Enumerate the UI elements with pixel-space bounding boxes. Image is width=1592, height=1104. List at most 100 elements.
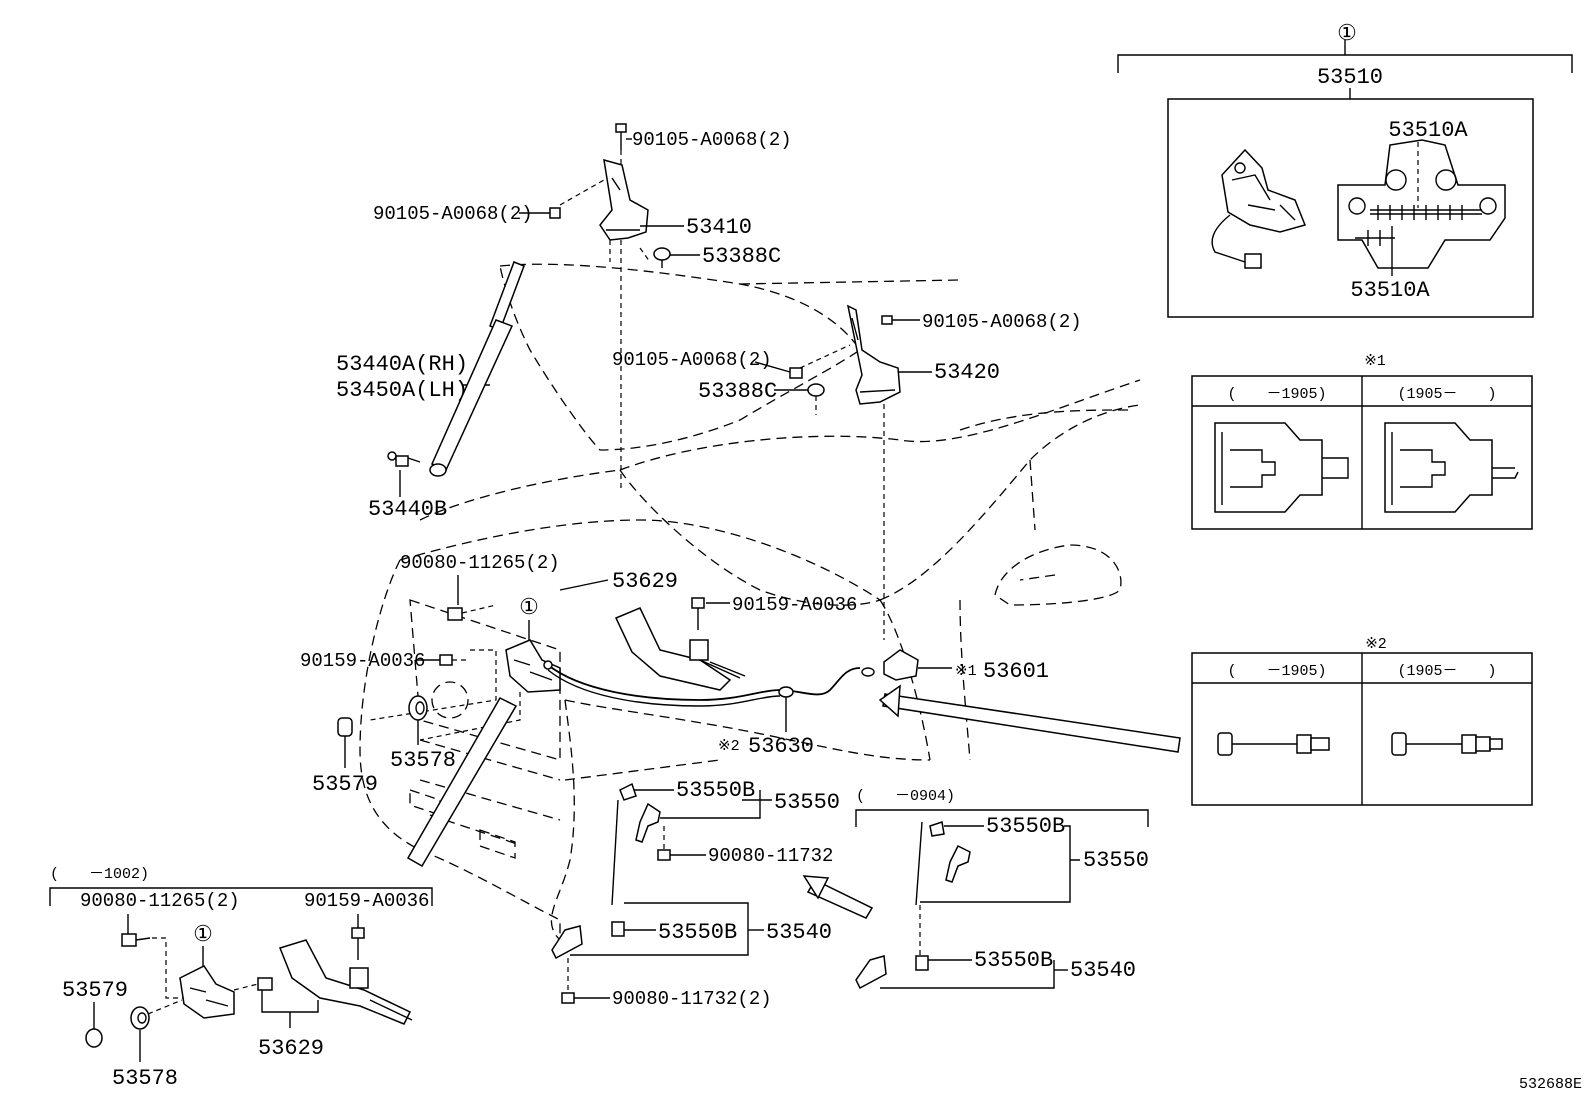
release-cable: [547, 664, 861, 701]
lock-bracket-icon: [614, 607, 746, 691]
hook-mid-group: 53550B 53550 90080-11732 53550B 53540 90…: [551, 778, 840, 1010]
bracket-leader: [261, 990, 319, 1028]
bolt-icon: [657, 849, 671, 861]
table-s1: ※1 ( －1905) (1905－ ): [1191, 353, 1533, 530]
dash-lock-left: [369, 649, 497, 721]
release-lever-icon: [861, 649, 919, 681]
hinge-53420-group: 90105-A0068(2) 90105-A0068(2) 53420 5338…: [612, 304, 1082, 640]
hinge-53410-group: 90105-A0068(2) 90105-A0068(2) 53410 5338…: [373, 123, 792, 490]
stud-icon: [387, 451, 421, 467]
label-53410: 53410: [686, 215, 752, 240]
label-53629-inset: 53629: [258, 1036, 324, 1061]
arrowhead: [878, 684, 901, 718]
hood-lock-icon: [1211, 148, 1307, 269]
s2-col1-header: ( －1905): [1227, 663, 1326, 680]
hood-panel: [499, 263, 861, 451]
label-range-0904: ( －0904): [856, 788, 955, 805]
label-53579: 53579: [312, 772, 378, 797]
label-53578-inset: 53578: [112, 1066, 178, 1091]
cable-grommet: [778, 686, 794, 698]
cushion-579-icon: [337, 717, 353, 737]
label-range-1002: ( －1002): [50, 866, 149, 883]
inset-bracket: [49, 887, 433, 906]
door-line: [1029, 459, 1036, 531]
inset-1002-group: ( －1002) 90080-11265(2) 90159-A0036 ①: [49, 866, 433, 1091]
dash: [152, 937, 186, 999]
dash: [639, 247, 651, 263]
bolt-icon: [121, 933, 151, 947]
fog-lamps: [409, 789, 516, 859]
lock-plate-icon: [1337, 139, 1506, 269]
label-53550b-inset-bottom: 53550B: [974, 948, 1053, 973]
diagram-ref-code: 532688E: [1519, 1076, 1582, 1093]
connector-old-icon: [1214, 422, 1349, 513]
label-90159-right: 90159-A0036: [732, 594, 857, 616]
lock-bracket-inset-icon: [279, 939, 413, 1025]
label-53550b-mid-top: 53550B: [676, 778, 755, 803]
hinge-53410-icon: [599, 158, 649, 241]
fascia-left: [359, 559, 421, 851]
screw-icon: [691, 597, 705, 630]
callout-1-top: ①: [1337, 22, 1357, 47]
release-cable-outer: [547, 669, 781, 707]
hood-hook-icon: [551, 921, 625, 960]
cushion-579-icon: [85, 1028, 103, 1048]
cable-end-old-icon: [1217, 732, 1330, 756]
label-90080-11732-mid: 90080-11732: [708, 845, 833, 867]
label-53510: 53510: [1317, 65, 1383, 90]
label-53550b-inset-top: 53550B: [986, 814, 1065, 839]
label-53601: 53601: [983, 659, 1049, 684]
fender-inner: [879, 599, 931, 761]
s1-title: ※1: [1364, 353, 1386, 370]
bumper-upper-line: [564, 699, 931, 761]
assembly-53510-group: ① 53510 53510A 53510A: [1117, 22, 1573, 318]
emblem-outline: [431, 681, 469, 719]
arrowhead: [802, 875, 830, 900]
label-53578: 53578: [390, 748, 456, 773]
bumper-line: [564, 759, 721, 781]
s2-title: ※2: [1365, 636, 1387, 653]
label-53540-mid: 53540: [766, 920, 832, 945]
label-53579-inset: 53579: [62, 978, 128, 1003]
label-90105-left: 90105-A0068(2): [373, 203, 533, 225]
fascia-bottom: [419, 849, 561, 940]
label-53510a-top: 53510A: [1388, 118, 1468, 143]
grille-bars: [419, 739, 561, 846]
hood-lock-inset-icon: [179, 965, 235, 1019]
dash-lock-bottom: [419, 692, 521, 741]
cable-group: ※2 53630 ※1 53601: [543, 649, 1181, 759]
label-53420: 53420: [934, 360, 1000, 385]
grille-outline: [409, 599, 561, 761]
hinge-53420-icon: [846, 304, 901, 405]
label-53440a-rh: 53440A(RH): [336, 352, 468, 377]
label-53388c-top: 53388C: [702, 244, 781, 269]
bolt-icon: [789, 344, 851, 379]
label-53510a-bottom: 53510A: [1350, 278, 1430, 303]
label-53440b: 53440B: [368, 497, 447, 522]
windshield-line: [959, 409, 1131, 431]
label-53388c-right: 53388C: [698, 379, 777, 404]
bay-inner-line: [399, 519, 881, 601]
s1-col2-header: (1905－ ): [1397, 386, 1496, 403]
label-53550-mid: 53550: [774, 790, 840, 815]
label-90080-11265: 90080-11265(2): [400, 552, 560, 574]
label-90159-left: 90159-A0036: [300, 650, 425, 672]
bracket-leader: [920, 825, 1080, 903]
mirror-detail: [1019, 574, 1056, 581]
bracket-leader: [660, 790, 772, 819]
bolt-icon: [615, 123, 627, 150]
callout-1-lock: ①: [519, 596, 539, 621]
inset-bracket: [855, 809, 1149, 827]
pointer-arrow-lock: [406, 697, 518, 868]
a-pillar-line: [879, 404, 1141, 601]
callout-1-inset: ①: [193, 923, 213, 948]
label-53540-inset: 53540: [1070, 958, 1136, 983]
screw-icon: [439, 654, 470, 666]
label-53629: 53629: [612, 569, 678, 594]
leader: [754, 361, 791, 373]
mirror-outline: [994, 544, 1122, 606]
grommet-icon: [233, 977, 273, 991]
hook-spring-icon: [915, 821, 971, 906]
